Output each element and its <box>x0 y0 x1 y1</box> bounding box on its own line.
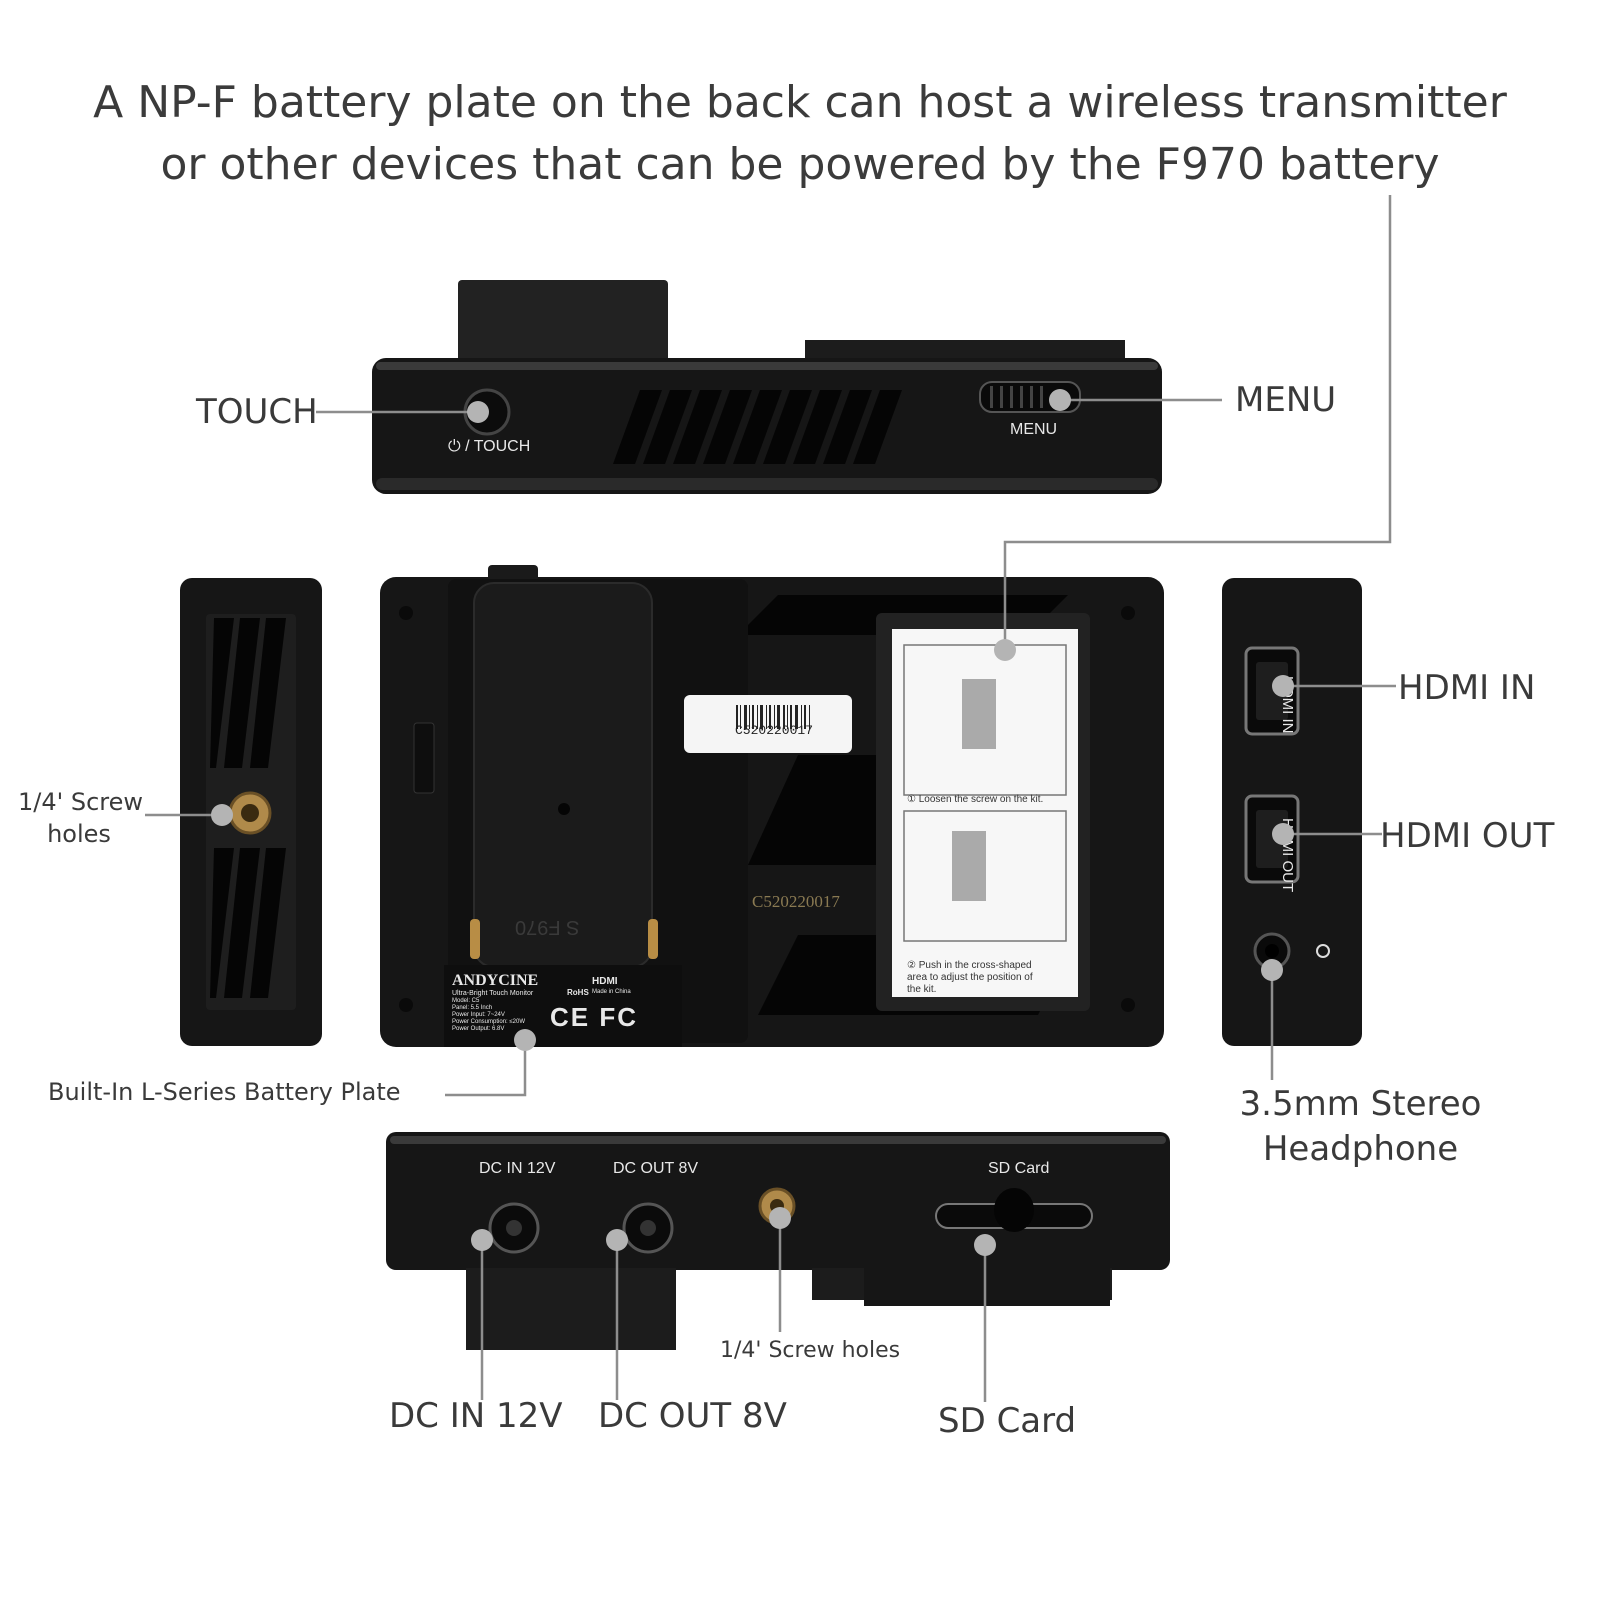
kit-step-2-line-2: area to adjust the position of <box>907 972 1033 983</box>
callout-headphone-line-1: 3.5mm Stereo <box>1239 1084 1482 1124</box>
callout-screw-holes-side-line-2: holes <box>47 820 111 848</box>
callout-screw-holes-side: 1/4' Screw holes <box>18 786 144 850</box>
headline: A NP-F battery plate on the back can hos… <box>0 72 1600 196</box>
dc-out-marking: DC OUT 8V <box>613 1160 699 1177</box>
vent-grille-top <box>613 390 902 464</box>
made-in-mark: Made in China <box>592 989 631 995</box>
spec-line-power-output: Power Output: 6.8V <box>452 1026 505 1032</box>
spec-line-panel: Panel: 5.5 Inch <box>452 1005 493 1011</box>
spec-lines: Model: C5 Panel: 5.5 Inch Power Input: 7… <box>452 998 525 1033</box>
touch-button-marking: ⏻ / TOUCH <box>448 438 531 455</box>
spec-line-power-consumption: Power Consumption: ≤20W <box>452 1019 525 1025</box>
barcode-number: C520220017 <box>735 723 814 738</box>
brand-name: ANDYCINE <box>452 972 539 989</box>
touch-power-button <box>463 388 511 436</box>
kit-step-2: ② Push in the cross-shaped area to adjus… <box>907 960 1033 996</box>
callout-dc-in: DC IN 12V <box>389 1396 563 1436</box>
np-f-battery-plate <box>473 582 653 968</box>
callout-hdmi-in: HDMI IN <box>1398 668 1536 708</box>
rohs-mark: RoHS <box>567 988 589 997</box>
kit-step-2-line-1: ② Push in the cross-shaped <box>907 960 1032 971</box>
side-hdmi-out-marking: HDMI OUT <box>1279 818 1296 893</box>
callout-sd-card: SD Card <box>938 1401 1077 1441</box>
callout-headphone: 3.5mm Stereo Headphone <box>1228 1082 1493 1172</box>
battery-marking: S F970 <box>515 916 580 938</box>
callout-screw-holes-bottom: 1/4' Screw holes <box>720 1338 901 1363</box>
monitor-back-view <box>380 565 1164 1047</box>
dc-in-marking: DC IN 12V <box>479 1160 556 1177</box>
serial-engraving: C520220017 <box>752 892 840 911</box>
callout-headphone-line-2: Headphone <box>1262 1129 1459 1169</box>
kit-step-1: ① Loosen the screw on the kit. <box>907 794 1044 805</box>
monitor-left-side-view <box>180 578 322 1046</box>
monitor-right-side-view <box>1222 578 1362 1046</box>
callout-battery-plate: Built-In L-Series Battery Plate <box>48 1078 401 1106</box>
callout-menu: MENU <box>1235 380 1337 420</box>
spec-line-power-input: Power Input: 7~24V <box>452 1012 505 1018</box>
side-hdmi-in-marking: HDMI IN <box>1279 676 1296 734</box>
kit-step-2-line-3: the kit. <box>907 984 937 995</box>
spec-line-model: Model: C5 <box>452 998 480 1004</box>
callout-hdmi-out: HDMI OUT <box>1380 816 1555 856</box>
monitor-top-view <box>372 280 1162 494</box>
headline-line-2: or other devices that can be powered by … <box>160 139 1440 190</box>
callout-dc-out: DC OUT 8V <box>598 1396 787 1436</box>
hdmi-logo: HDMI <box>592 976 618 987</box>
callout-screw-holes-side-line-1: 1/4' Screw <box>18 788 144 816</box>
brand-subtitle: Ultra-Bright Touch Monitor <box>452 990 534 997</box>
headline-line-1: A NP-F battery plate on the back can hos… <box>93 77 1507 128</box>
menu-dial-marking: MENU <box>1010 421 1058 438</box>
callout-touch: TOUCH <box>196 392 318 432</box>
sd-card-marking: SD Card <box>988 1160 1050 1177</box>
certification-marks: CE FC <box>550 1002 638 1032</box>
